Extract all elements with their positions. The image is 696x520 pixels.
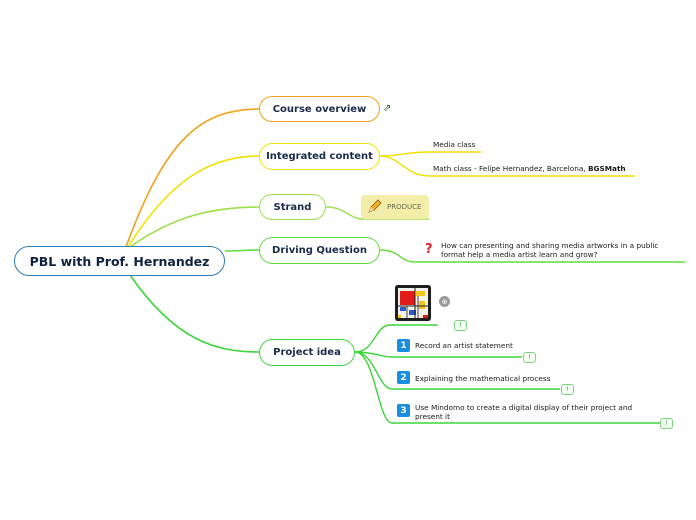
tag-badge[interactable]: ! [523, 352, 536, 363]
driving-question-text[interactable]: How can presenting and sharing media art… [441, 241, 659, 259]
step-2-icon: 2 [397, 371, 410, 384]
topic-driving-question[interactable]: Driving Question [259, 237, 380, 264]
subtopic-math-class[interactable]: Math class - Felipe Hernandez, Barcelona… [433, 164, 626, 173]
tag-badge[interactable]: ! [454, 320, 467, 331]
central-topic[interactable]: PBL with Prof. Hernandez [14, 246, 225, 276]
topic-strand[interactable]: Strand [259, 194, 326, 220]
step-2-text[interactable]: Explaining the mathematical process [415, 374, 551, 383]
mondrian-painting-image[interactable] [395, 285, 431, 321]
step-1-text[interactable]: Record an artist statement [415, 341, 513, 350]
question-mark-icon: ? [425, 242, 433, 257]
step-1-icon: 1 [397, 339, 410, 352]
sticky-label: PRODUCE [387, 203, 422, 211]
step-3-text[interactable]: Use Mindomo to create a digital display … [415, 403, 633, 421]
pencil-icon [367, 198, 383, 216]
topic-project-idea[interactable]: Project idea [259, 339, 355, 366]
tag-badge[interactable]: ! [660, 418, 673, 429]
step-3-icon: 3 [397, 404, 410, 417]
tag-badge[interactable]: ! [561, 384, 574, 395]
topic-integrated-content[interactable]: Integrated content [259, 143, 380, 170]
branch-link-icon: ⇗ [383, 103, 392, 114]
attachment-icon[interactable]: ⊕ [439, 296, 450, 307]
subtopic-media-class[interactable]: Media class [433, 140, 476, 149]
strand-sticky-note[interactable]: PRODUCE [361, 195, 429, 219]
topic-course-overview[interactable]: Course overview [259, 96, 380, 122]
